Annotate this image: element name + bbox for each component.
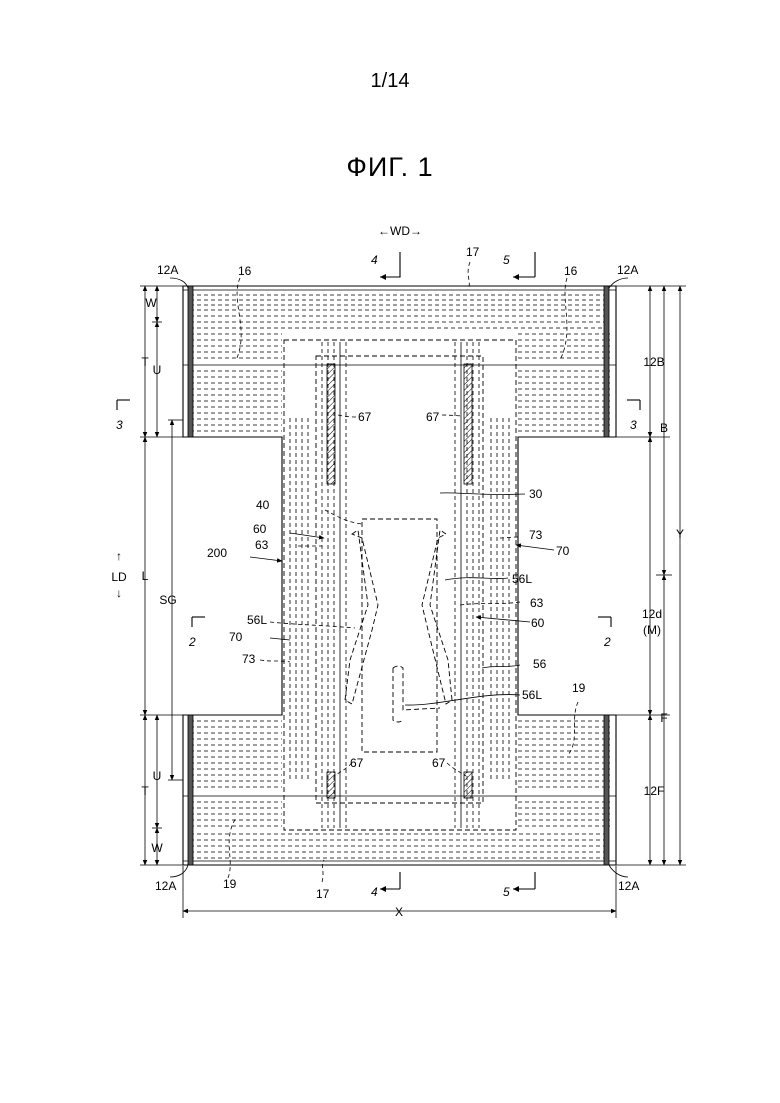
label-12a-br: 12A: [618, 879, 639, 893]
label-ld-arrow-up: ↑: [116, 549, 122, 563]
label-12a-tl: 12A: [157, 263, 178, 277]
label-17-bottom: 17: [316, 887, 330, 901]
label-67-br: 67: [432, 756, 446, 770]
label-w-top: W: [145, 296, 157, 310]
leader-lines: [170, 262, 628, 882]
label-ld-arrow-down: ↓: [116, 586, 122, 600]
label-60-right: 60: [531, 616, 545, 630]
label-70-right: 70: [556, 544, 570, 558]
label-t-top: T: [141, 355, 149, 369]
section-5-bottom: 5: [503, 885, 510, 899]
label-56l-3: 56L: [522, 688, 542, 702]
label-u-bottom: U: [153, 769, 162, 783]
label-67-bl: 67: [350, 756, 364, 770]
label-63-left: 63: [255, 538, 269, 552]
label-60-left: 60: [253, 522, 267, 536]
section-3-right: 3: [630, 418, 637, 432]
label-56l-1: 56L: [512, 572, 532, 586]
label-x: X: [395, 905, 403, 919]
label-73-left: 73: [242, 652, 256, 666]
section-2-left: 2: [188, 635, 196, 649]
label-19-right: 19: [572, 681, 586, 695]
label-ld: LD: [111, 570, 127, 584]
label-12d: 12d: [642, 607, 662, 621]
label-m: (M): [643, 623, 661, 637]
section-3-left: 3: [116, 418, 123, 432]
label-12a-bl: 12A: [155, 879, 176, 893]
label-12f: 12F: [644, 784, 665, 798]
label-l: L: [142, 569, 149, 583]
label-17-top: 17: [466, 245, 480, 259]
label-40: 40: [256, 498, 270, 512]
label-63-right: 63: [530, 596, 544, 610]
label-12a-tr: 12A: [617, 263, 638, 277]
label-16-left: 16: [238, 264, 252, 278]
label-73-right: 73: [529, 528, 543, 542]
label-sg: SG: [159, 593, 176, 607]
label-b: B: [660, 421, 668, 435]
label-70-left: 70: [229, 630, 243, 644]
label-y: Y: [676, 527, 684, 541]
label-16-right: 16: [564, 264, 578, 278]
label-w-bottom: W: [151, 841, 163, 855]
section-5-top: 5: [503, 253, 510, 267]
label-12b: 12B: [643, 355, 664, 369]
section-4-top: 4: [371, 253, 378, 267]
label-56: 56: [533, 657, 547, 671]
label-f: F: [660, 711, 667, 725]
adhesive-strips: [327, 364, 472, 798]
diaper-outline: [183, 286, 616, 865]
label-30: 30: [529, 487, 543, 501]
section-4-bottom: 4: [371, 885, 378, 899]
label-t-bottom: T: [141, 784, 149, 798]
label-u-top: U: [153, 363, 162, 377]
label-67-tr: 67: [426, 410, 440, 424]
side-seals: [188, 286, 609, 865]
label-19-left: 19: [223, 877, 237, 891]
label-wd: ←WD→: [378, 224, 422, 238]
section-2-right: 2: [603, 635, 611, 649]
label-67-tl: 67: [358, 410, 372, 424]
label-56l-2: 56L: [247, 613, 267, 627]
label-200: 200: [207, 546, 227, 560]
rear-waist-elastics: [183, 721, 616, 861]
front-waist-elastics: [183, 290, 616, 431]
absorbent-body: [284, 340, 516, 830]
